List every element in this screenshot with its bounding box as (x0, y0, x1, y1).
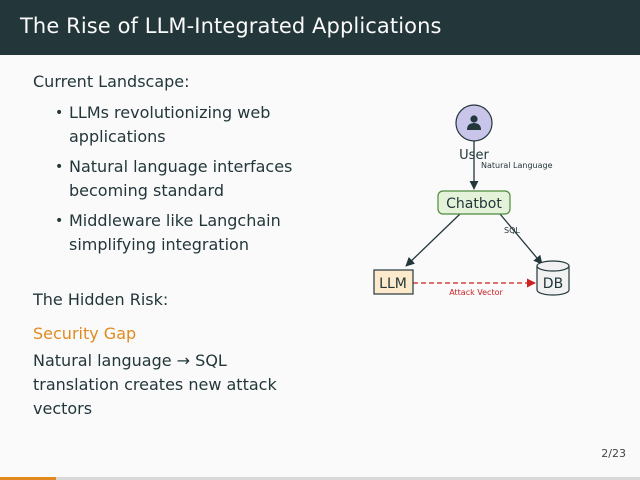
title-bar: The Rise of LLM-Integrated Applications (0, 0, 640, 55)
chatbot-node: Chatbot (437, 190, 511, 215)
natural-language-label: Natural Language (481, 161, 553, 170)
bullet-text: LLMs revolutionizing web applications (69, 103, 271, 146)
page-number: 2/23 (601, 447, 626, 460)
slide-title: The Rise of LLM-Integrated Applications (20, 14, 442, 38)
user-icon (467, 115, 481, 130)
user-node (455, 104, 493, 142)
bullet-item: • Natural language interfaces becoming st… (55, 155, 333, 203)
db-label: DB (543, 276, 563, 292)
security-gap-text: Natural language → SQL translation creat… (33, 351, 277, 418)
chatbot-to-db-arrow (499, 213, 543, 265)
llm-node: LLM (373, 269, 414, 295)
slide-progress-bar (0, 477, 640, 480)
bullet-item: • Middleware like Langchain simplifying i… (55, 209, 333, 257)
bullet-dot-icon: • (55, 213, 64, 229)
security-gap-title: Security Gap (33, 324, 137, 343)
chatbot-to-llm-arrow (405, 213, 461, 267)
user-label: User (459, 148, 489, 163)
bullet-text: Middleware like Langchain simplifying in… (69, 211, 281, 254)
hidden-risk-heading: The Hidden Risk: (33, 290, 169, 309)
bullet-dot-icon: • (55, 159, 64, 175)
chatbot-label: Chatbot (446, 196, 502, 212)
database-node: DB (536, 260, 570, 296)
slide-progress-fill (0, 477, 56, 480)
sql-label: SQL (504, 226, 520, 235)
bullet-dot-icon: • (55, 105, 64, 121)
llm-label: LLM (379, 276, 407, 292)
current-landscape-section: Current Landscape: • LLMs revolutionizing… (33, 72, 333, 263)
landscape-bullet-list: • LLMs revolutionizing web applications •… (33, 101, 333, 257)
attack-vector-label: Attack Vector (449, 288, 503, 297)
bullet-item: • LLMs revolutionizing web applications (55, 101, 333, 149)
bullet-text: Natural language interfaces becoming sta… (69, 157, 293, 200)
current-landscape-heading: Current Landscape: (33, 72, 190, 91)
